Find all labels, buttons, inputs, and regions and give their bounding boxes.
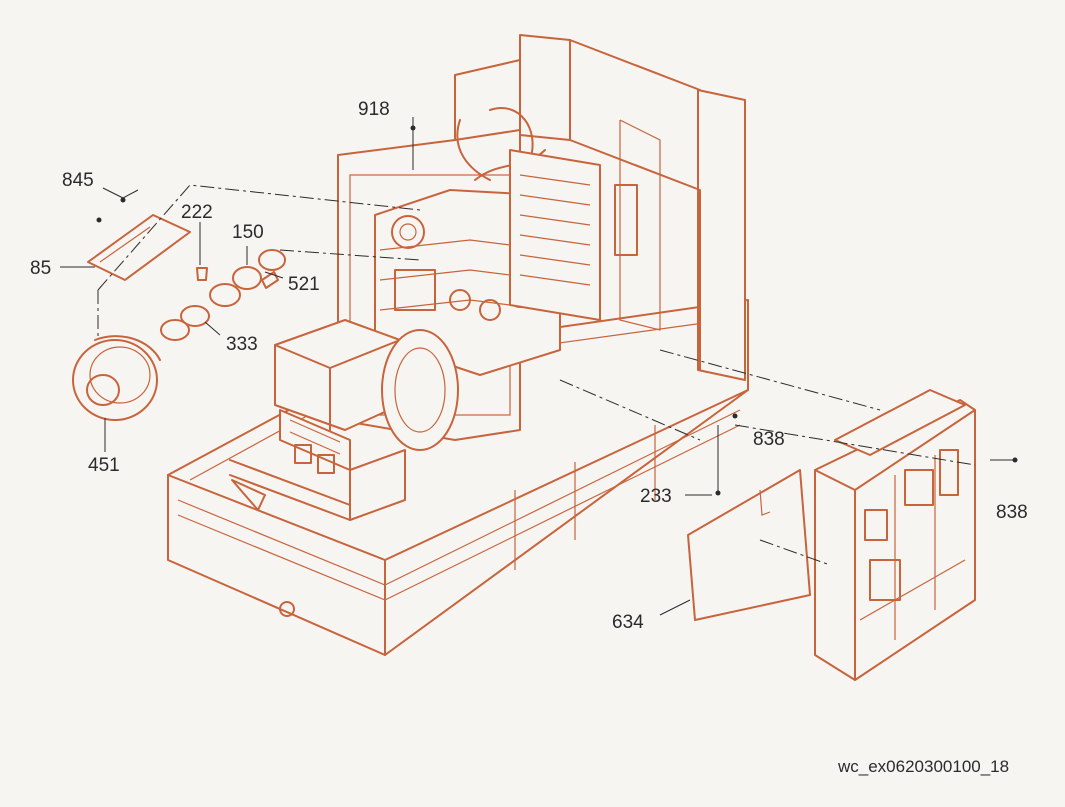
label-845: 845 <box>62 170 94 191</box>
label-521: 521 <box>288 274 320 295</box>
label-838-right: 838 <box>996 502 1028 523</box>
label-918: 918 <box>358 99 390 120</box>
label-838-top: 838 <box>753 429 785 450</box>
label-233: 233 <box>640 486 672 507</box>
engine <box>374 107 638 376</box>
label-451: 451 <box>88 455 120 476</box>
alternator <box>229 319 459 521</box>
control-panel <box>814 389 976 681</box>
exploded-parts <box>72 214 286 421</box>
label-634: 634 <box>612 612 644 633</box>
leader-lines <box>60 117 1018 616</box>
label-222: 222 <box>181 202 213 223</box>
cover-plate-634 <box>687 469 811 621</box>
label-85: 85 <box>30 258 51 279</box>
drawing-code: wc_ex0620300100_18 <box>838 757 1010 776</box>
label-333: 333 <box>226 334 258 355</box>
label-150: 150 <box>232 222 264 243</box>
